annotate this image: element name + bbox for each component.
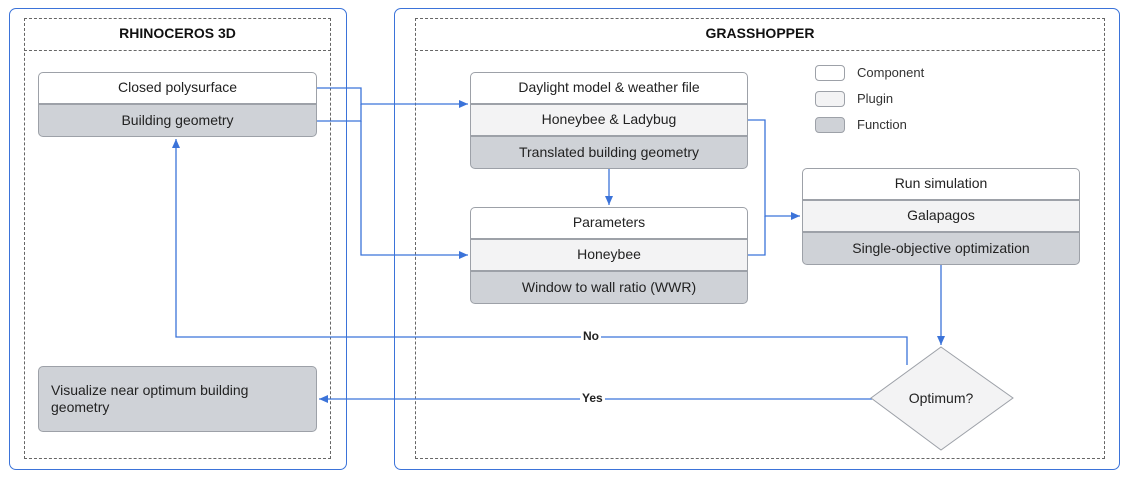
single-objective-box: Single-objective optimization [802,232,1080,265]
grasshopper-frame [415,18,1105,459]
wwr-box: Window to wall ratio (WWR) [470,271,748,304]
legend-swatch-plugin [815,91,845,107]
visualize-output-box: Visualize near optimum building geometry [38,366,317,432]
edge-geometry-to-daylight [317,104,362,122]
honeybee-ladybug-box: Honeybee & Ladybug [470,104,748,136]
legend-swatch-component [815,65,845,81]
grasshopper-panel [394,8,1120,470]
parameters-box: Parameters [470,207,748,239]
decision-diamond [870,346,1014,451]
building-geometry-box: Building geometry [38,104,317,137]
edge-daylight-to-simulation [748,119,800,220]
edge-geometry-to-params [360,121,468,259]
grasshopper-section-title: GRASSHOPPER [705,25,815,41]
legend-label-function: Function [857,117,907,132]
edge-polysurface-to-daylight [317,87,468,108]
galapagos-box: Galapagos [802,200,1080,232]
daylight-model-box: Daylight model & weather file [470,72,748,104]
legend-swatch-function [815,117,845,133]
run-simulation-box: Run simulation [802,168,1080,200]
edge-label-yes: Yes [580,391,605,405]
legend-label-plugin: Plugin [857,91,894,106]
edge-label-no: No [581,329,601,343]
edge-params-to-simulation [748,216,766,256]
rhino-frame [24,18,331,459]
decision-label: Optimum? [908,390,974,406]
honeybee-box: Honeybee [470,239,748,271]
grasshopper-header-divider [415,50,1105,51]
edge-no-loop [172,139,908,365]
closed-polysurface-box: Closed polysurface [38,72,317,104]
rhino-section-title: RHINOCEROS 3D [119,25,236,41]
rhino-panel [9,8,347,470]
rhino-header-divider [24,50,331,51]
legend-label-component: Component [857,65,925,80]
translated-geometry-box: Translated building geometry [470,136,748,169]
